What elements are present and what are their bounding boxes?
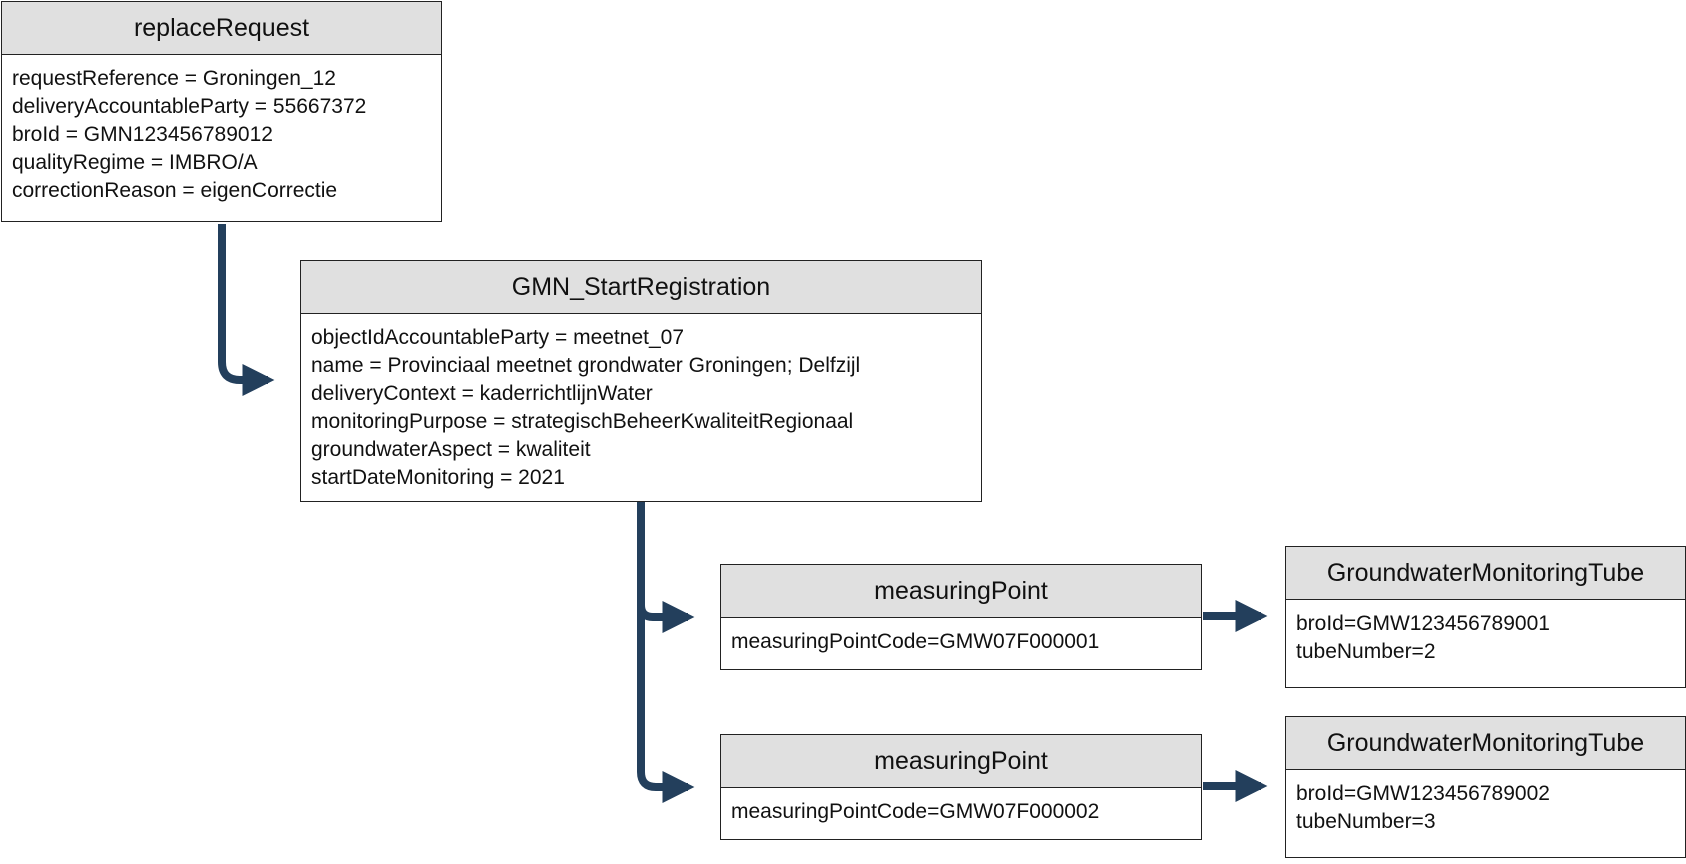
edge-registration-to-measuring-point-2 — [637, 605, 695, 803]
monitoring-tube-node-1[interactable]: GroundwaterMonitoringTube broId=GMW12345… — [1285, 546, 1686, 688]
attribute-line: tubeNumber=2 — [1296, 640, 1436, 663]
attribute-line: monitoringPurpose = strategischBeheerKwa… — [311, 410, 854, 433]
attribute-line: groundwaterAspect = kwaliteit — [311, 438, 591, 461]
attribute-line: broId = GMN123456789012 — [12, 123, 273, 146]
attribute-line: broId=GMW123456789001 — [1296, 612, 1550, 635]
measuring-point-node-2[interactable]: measuringPoint measuringPointCode=GMW07F… — [720, 734, 1202, 840]
attribute-line: correctionReason = eigenCorrectie — [12, 179, 338, 202]
measuring-point-node-1[interactable]: measuringPoint measuringPointCode=GMW07F… — [720, 564, 1202, 670]
node-title: measuringPoint — [721, 565, 1201, 618]
monitoring-tube-node-2[interactable]: GroundwaterMonitoringTube broId=GMW12345… — [1285, 716, 1686, 858]
attribute-line: startDateMonitoring = 2021 — [311, 466, 565, 489]
attribute-line: name = Provinciaal meetnet grondwater Gr… — [311, 354, 861, 377]
attribute-line: deliveryAccountableParty = 55667372 — [12, 95, 367, 118]
node-title: GMN_StartRegistration — [301, 261, 981, 314]
node-attributes: measuringPointCode=GMW07F000002 — [721, 788, 1201, 832]
edge-request-to-registration — [218, 224, 275, 396]
node-title: GroundwaterMonitoringTube — [1286, 547, 1685, 600]
attribute-line: tubeNumber=3 — [1296, 810, 1436, 833]
attribute-line: broId=GMW123456789002 — [1296, 782, 1550, 805]
attribute-line: measuringPointCode=GMW07F000001 — [731, 630, 1100, 653]
node-attributes: broId=GMW123456789002 tubeNumber=3 — [1286, 770, 1685, 842]
node-title: measuringPoint — [721, 735, 1201, 788]
attribute-line: qualityRegime = IMBRO/A — [12, 151, 258, 174]
node-attributes: requestReference = Groningen_12 delivery… — [2, 55, 441, 211]
start-registration-node[interactable]: GMN_StartRegistration objectIdAccountabl… — [300, 260, 982, 502]
replace-request-node[interactable]: replaceRequest requestReference = Gronin… — [1, 1, 442, 222]
edge-registration-to-measuring-point-1 — [637, 502, 695, 633]
node-attributes: broId=GMW123456789001 tubeNumber=2 — [1286, 600, 1685, 672]
node-attributes: measuringPointCode=GMW07F000001 — [721, 618, 1201, 662]
attribute-line: requestReference = Groningen_12 — [12, 67, 336, 90]
attribute-line: deliveryContext = kaderrichtlijnWater — [311, 382, 653, 405]
node-title: replaceRequest — [2, 2, 441, 55]
node-attributes: objectIdAccountableParty = meetnet_07 na… — [301, 314, 981, 498]
attribute-line: measuringPointCode=GMW07F000002 — [731, 800, 1100, 823]
attribute-line: objectIdAccountableParty = meetnet_07 — [311, 326, 684, 349]
node-title: GroundwaterMonitoringTube — [1286, 717, 1685, 770]
